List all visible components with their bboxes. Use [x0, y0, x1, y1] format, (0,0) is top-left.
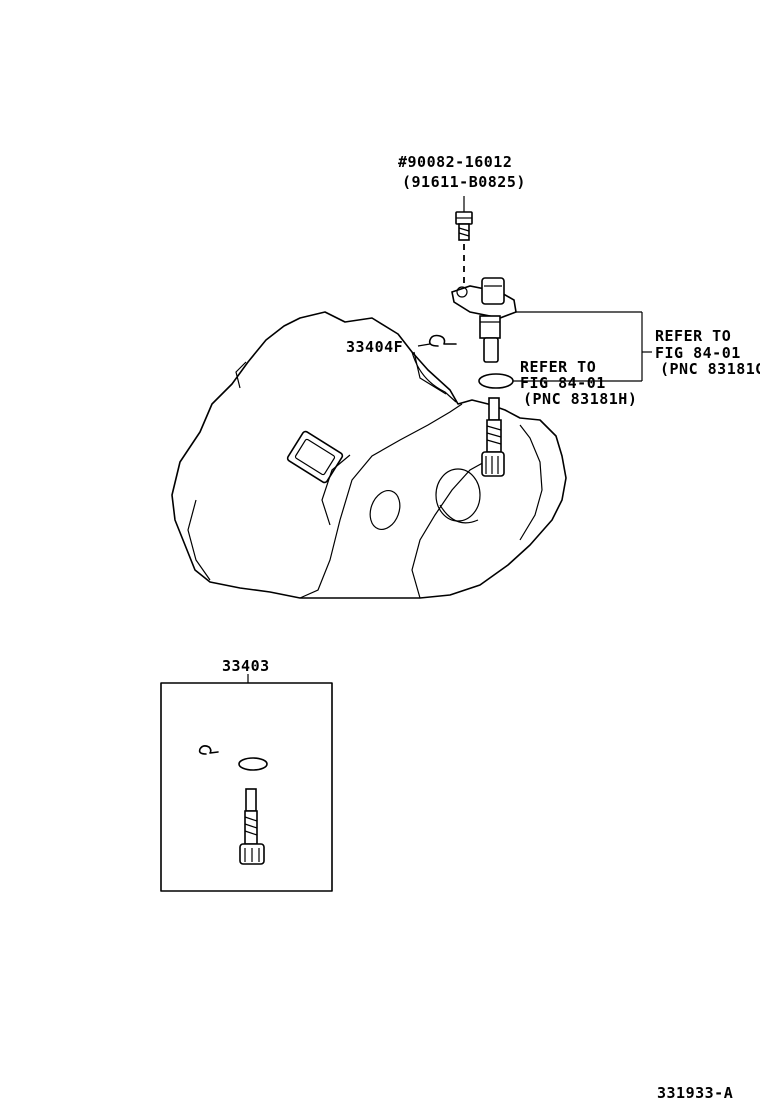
illustration-code: 331933-A: [657, 1084, 733, 1102]
housing-window: [286, 430, 344, 484]
speed-sensor: [451, 277, 642, 363]
bolt: [455, 196, 473, 284]
sensor-ref-line1: REFER TO: [655, 327, 731, 345]
kit-clip: [198, 745, 219, 755]
driven-gear-shaft: [481, 397, 505, 477]
oring-ref-line1: REFER TO: [520, 358, 596, 376]
bolt-part-number: #90082-16012: [398, 153, 512, 171]
clip: [417, 334, 457, 347]
clip-leader: [413, 351, 447, 395]
oring-ref-line3: (PNC 83181H): [523, 390, 637, 408]
transmission-housing: [171, 311, 567, 599]
sensor-ref-line3: (PNC 83181G: [660, 360, 760, 378]
kit-part-number: 33403: [222, 657, 270, 675]
kit-box: [160, 674, 333, 892]
kit-gear-shaft: [239, 788, 265, 865]
kit-o-ring: [238, 757, 268, 771]
sensor-ref-line2: FIG 84-01: [655, 344, 741, 362]
reference-bracket: [641, 312, 652, 381]
bolt-alt-part-number: (91611-B0825): [402, 173, 526, 191]
oring-ref-line2: FIG 84-01: [520, 374, 606, 392]
clip-part-number: 33404F: [346, 338, 403, 356]
o-ring: [478, 373, 642, 389]
